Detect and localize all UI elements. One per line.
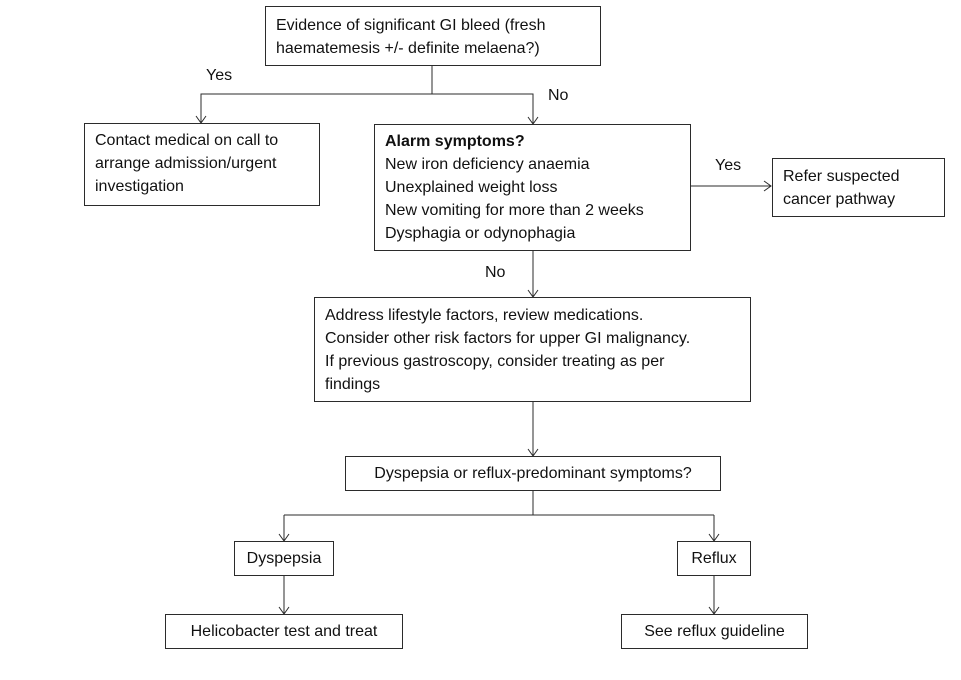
alarm-item-weight-loss: Unexplained weight loss (385, 179, 558, 196)
reflux-guideline-text: See reflux guideline (644, 623, 785, 640)
contact-medical-line-1: Contact medical on call to (95, 132, 279, 149)
reflux-text: Reflux (691, 550, 737, 567)
edge-label-alarm-yes: Yes (715, 157, 742, 174)
node-helicobacter: Helicobacter test and treat (165, 614, 403, 649)
gi-bleed-line-1: Evidence of significant GI bleed (fresh (276, 17, 546, 34)
node-lifestyle: Address lifestyle factors, review medica… (314, 297, 751, 402)
node-refer-cancer: Refer suspected cancer pathway (772, 158, 945, 217)
refer-cancer-line-2: cancer pathway (783, 191, 896, 208)
node-dyspepsia-or-reflux: Dyspepsia or reflux-predominant symptoms… (345, 456, 721, 491)
dyspepsia-text: Dyspepsia (246, 550, 322, 567)
alarm-item-dysphagia: Dysphagia or odynophagia (385, 225, 576, 242)
node-dyspepsia: Dyspepsia (234, 541, 334, 576)
node-gi-bleed: Evidence of significant GI bleed (fresh … (265, 6, 601, 66)
arrow-alarm-yes (763, 180, 772, 192)
edge-label-bleed-yes: Yes (206, 67, 233, 84)
helicobacter-text: Helicobacter test and treat (190, 623, 378, 640)
lifestyle-line-3: If previous gastroscopy, consider treati… (325, 353, 665, 370)
lifestyle-line-2: Consider other risk factors for upper GI… (325, 330, 691, 347)
node-reflux-guideline: See reflux guideline (621, 614, 808, 649)
node-reflux: Reflux (677, 541, 751, 576)
alarm-item-iron-deficiency: New iron deficiency anaemia (385, 156, 590, 173)
lifestyle-line-1: Address lifestyle factors, review medica… (325, 307, 644, 324)
refer-cancer-line-1: Refer suspected (783, 168, 900, 185)
node-alarm-symptoms: Alarm symptoms? New iron deficiency anae… (374, 124, 691, 251)
edge-label-bleed-no: No (548, 87, 569, 104)
gi-bleed-line-2: haematemesis +/- definite melaena?) (276, 40, 540, 57)
edge-label-alarm-no: No (485, 264, 506, 281)
alarm-heading: Alarm symptoms? (385, 133, 525, 150)
contact-medical-line-3: investigation (95, 178, 184, 195)
dyspepsia-or-reflux-text: Dyspepsia or reflux-predominant symptoms… (374, 465, 692, 482)
connector-bleed-yes (200, 93, 432, 122)
contact-medical-line-2: arrange admission/urgent (95, 155, 277, 172)
alarm-item-vomiting: New vomiting for more than 2 weeks (385, 202, 644, 219)
node-contact-medical: Contact medical on call to arrange admis… (84, 123, 320, 206)
connector-bleed-no (432, 93, 534, 123)
lifestyle-line-4: findings (325, 376, 381, 393)
